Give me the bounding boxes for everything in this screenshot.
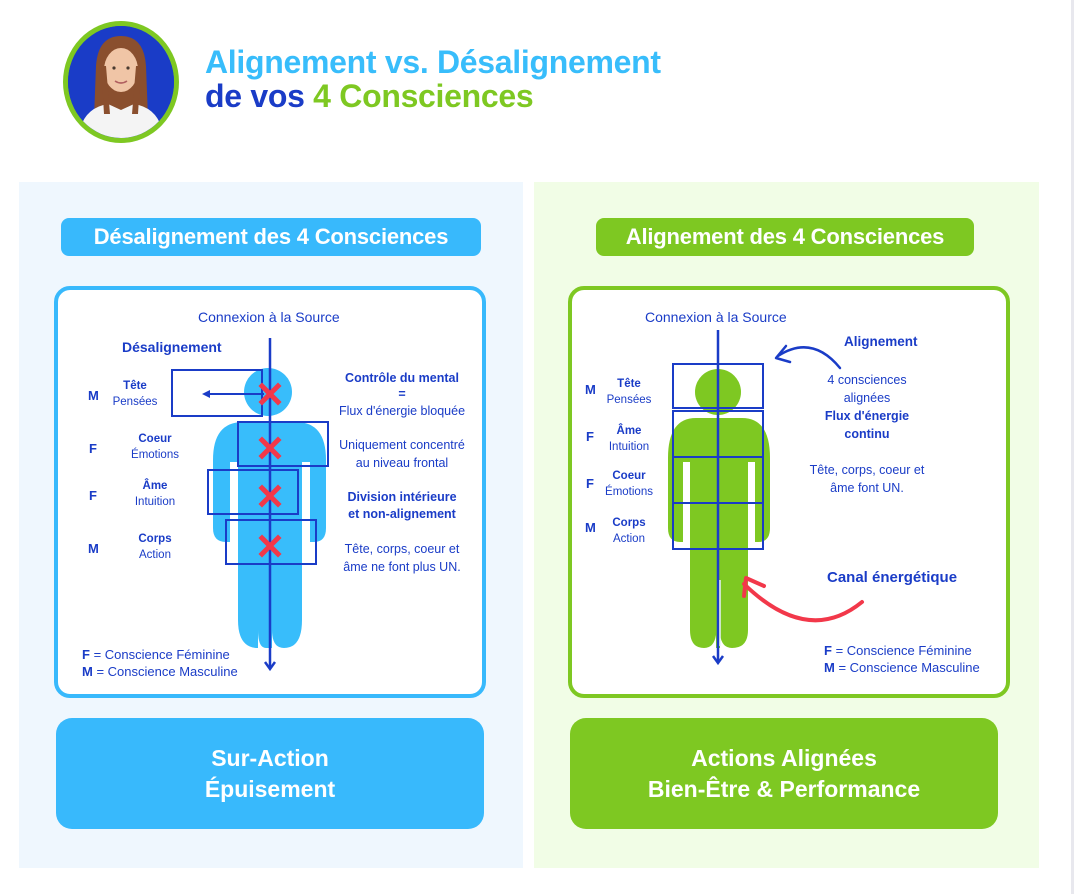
block-cross-heart [258,436,282,460]
note-aligned-1: 4 consciences [827,373,907,387]
block-cross-soul [258,484,282,508]
level-name: Coeur [612,470,646,482]
level-name: Tête [123,380,147,392]
misalignment-figure [171,338,329,672]
alignment-panel: Alignement des 4 Consciences Co [534,182,1039,868]
body-box [672,502,764,550]
note-not-one-2: âme ne font plus UN. [343,560,461,574]
level-sub: Émotions [131,449,179,461]
source-label: Connexion à la Source [198,309,340,325]
note-flow-1: Flux d'énergie [824,409,910,423]
title-prefix: de vos [205,78,305,114]
level-name: Corps [138,533,172,545]
note-one-1: Tête, corps, coeur et [809,463,925,477]
axis-arrow-head [711,655,725,666]
level-name: Corps [612,517,646,529]
misalignment-diagram-card: Connexion à la Source Désalignement M Tê… [54,286,486,698]
alignment-diagram-card: Connexion à la Source Alignement M Tête … [568,286,1010,698]
outcome-line-2: Bien-Être & Performance [647,775,921,802]
level-sub: Émotions [605,486,653,498]
note-frontal-2: au niveau frontal [355,456,449,470]
level-name: Âme [616,425,642,437]
block-cross-body [258,534,282,558]
level-name: Tête [617,378,641,390]
source-label: Connexion à la Source [645,309,787,325]
level-letter: M [585,520,596,535]
block-cross-head [258,382,282,406]
level-letter: M [88,541,99,556]
legend-masculine: M = Conscience Masculine [824,659,980,676]
legend-masculine: M = Conscience Masculine [82,663,238,680]
note-division-1: Division intérieure [347,490,457,504]
misalignment-label: Désalignement [122,339,222,355]
legend-feminine: F = Conscience Féminine [824,642,972,659]
level-name: Âme [142,480,168,492]
alignment-heading-pill: Alignement des 4 Consciences [596,218,974,256]
head-arrow-head [202,390,210,398]
legend-f-text: = Conscience Féminine [835,643,972,658]
outcome-line-1: Sur-Action [211,744,329,771]
canal-label: Canal énergétique [827,569,958,586]
note-equals: = [398,387,406,401]
avatar [63,21,179,143]
note-aligned-2: alignées [843,391,891,405]
level-letter: M [585,382,596,397]
outcome-line-1: Actions Alignées [691,744,877,771]
level-letter: F [586,476,594,491]
level-sub: Intuition [134,496,176,508]
note-one-2: âme font UN. [830,481,904,495]
alignment-arrow-curve [776,346,842,370]
legend-f-letter: F [824,643,832,658]
level-letter: F [89,441,97,456]
level-sub: Pensées [606,394,652,406]
level-letter: F [89,488,97,503]
title-highlight: 4 Consciences [313,78,534,114]
misalignment-panel: Désalignement des 4 Consciences [19,182,523,868]
legend-f-text: = Conscience Féminine [93,647,230,662]
alignment-outcome: Actions Alignées Bien-Être & Performance [570,718,998,829]
legend-m-text: = Conscience Masculine [96,664,238,679]
level-sub: Action [139,549,171,561]
note-frontal-1: Uniquement concentré [339,438,465,452]
misalignment-heading-pill: Désalignement des 4 Consciences [61,218,481,256]
note-blocked-flow: Flux d'énergie bloquée [338,404,466,418]
head-box [672,363,764,409]
title-line-2: de vos 4 Consciences [205,79,661,113]
heart-box [237,421,329,467]
level-name: Coeur [138,433,172,445]
soul-box [207,469,299,515]
title-line-1: Alignement vs. Désalignement [205,44,661,80]
portrait-image [68,26,174,138]
note-division-2: et non-alignement [348,507,456,521]
note-mental-control: Contrôle du mental [345,371,459,385]
alignment-arrow-head [774,344,792,364]
legend-m-letter: M [82,664,93,679]
level-sub: Intuition [608,441,650,453]
legend-m-letter: M [824,660,835,675]
level-sub: Action [613,533,645,545]
level-letter: M [88,388,99,403]
outcome-line-2: Épuisement [204,775,336,802]
alignment-figure [668,330,864,666]
body-box [225,519,317,565]
canal-arrow-head [742,576,766,598]
legend-f-letter: F [82,647,90,662]
canal-arrow-curve [742,582,864,623]
axis-arrow-head [263,661,277,672]
note-not-one-1: Tête, corps, coeur et [344,542,460,556]
level-letter: F [586,429,594,444]
page-title: Alignement vs. Désalignement de vos 4 Co… [205,45,661,113]
alignment-label: Alignement [844,334,918,349]
misalignment-outcome: Sur-Action Épuisement [56,718,484,829]
legend-m-text: = Conscience Masculine [838,660,980,675]
level-sub: Pensées [112,396,158,408]
legend-feminine: F = Conscience Féminine [82,646,230,663]
page-scrollbar[interactable] [1071,0,1074,894]
note-flow-2: continu [844,427,890,441]
